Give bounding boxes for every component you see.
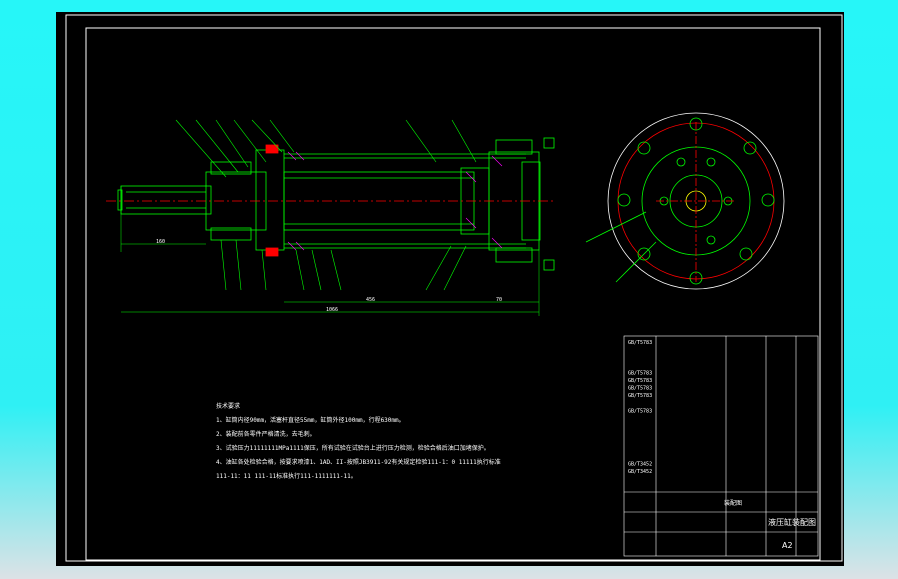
- cylinder-end-view: [585, 112, 785, 290]
- cylinder-side-view: [106, 137, 556, 271]
- drawing-subtitle: 装配图: [724, 499, 742, 507]
- dim-left: 160: [156, 239, 165, 245]
- dim-middle: 456: [366, 297, 375, 303]
- notes-line-4: 4、油缸各处检验合格，按要求喷漆1、1AD、II-按照JB3911-92有关规定…: [216, 458, 501, 466]
- section-hatching: [287, 151, 503, 251]
- leader-lines: [175, 119, 477, 291]
- notes-line-5: 111-11：11 111-11标准执行111-1111111-11。: [216, 472, 357, 480]
- dim-right: 70: [496, 297, 502, 303]
- parts-list-row: GB/T5783: [628, 386, 652, 392]
- parts-list-row: GB/T3452: [628, 469, 652, 475]
- rear-cap: [488, 151, 540, 251]
- parts-list-row: GB/T5783: [628, 408, 652, 414]
- dimension-lines: [120, 186, 540, 316]
- notes-line-1: 1、缸筒内径90mm，活塞杆直径55mm，缸筒外径100mm，行程630mm。: [216, 416, 405, 424]
- notes-line-2: 2、装配前各零件严格清洗，去毛刺。: [216, 430, 316, 438]
- parts-list: GB/T5783GB/T5783GB/T5783GB/T5783GB/T5783…: [628, 340, 652, 475]
- drawing-title: 液压缸装配图: [768, 517, 816, 527]
- drawing-sheet: A2: [782, 541, 793, 550]
- parts-list-row: GB/T3452: [628, 462, 652, 468]
- notes-title: 技术要求: [216, 402, 240, 410]
- parts-list-row: GB/T5783: [628, 340, 652, 346]
- drawing-frames: [65, 14, 843, 562]
- parts-list-row: GB/T5783: [628, 370, 652, 376]
- parts-list-row: GB/T5783: [628, 378, 652, 384]
- dim-total: 1066: [326, 307, 338, 313]
- technical-notes: 技术要求 1、缸筒内径90mm，活塞杆直径55mm，缸筒外径100mm，行程63…: [216, 402, 501, 480]
- assembly-drawing: 160 456 70 1066 技术要求 1、缸筒内径90mm，活塞杆直径55m…: [65, 14, 843, 562]
- parts-list-row: GB/T5783: [628, 393, 652, 399]
- piston-rod: [120, 185, 212, 215]
- notes-line-3: 3、试验压力11111111MPa1111保压，所有试验在试验台上进行压力检测，…: [216, 444, 490, 452]
- title-block: [623, 335, 819, 557]
- dimension-labels: 160 456 70 1066: [156, 239, 502, 313]
- cad-viewport[interactable]: 160 456 70 1066 技术要求 1、缸筒内径90mm，活塞杆直径55m…: [56, 12, 844, 566]
